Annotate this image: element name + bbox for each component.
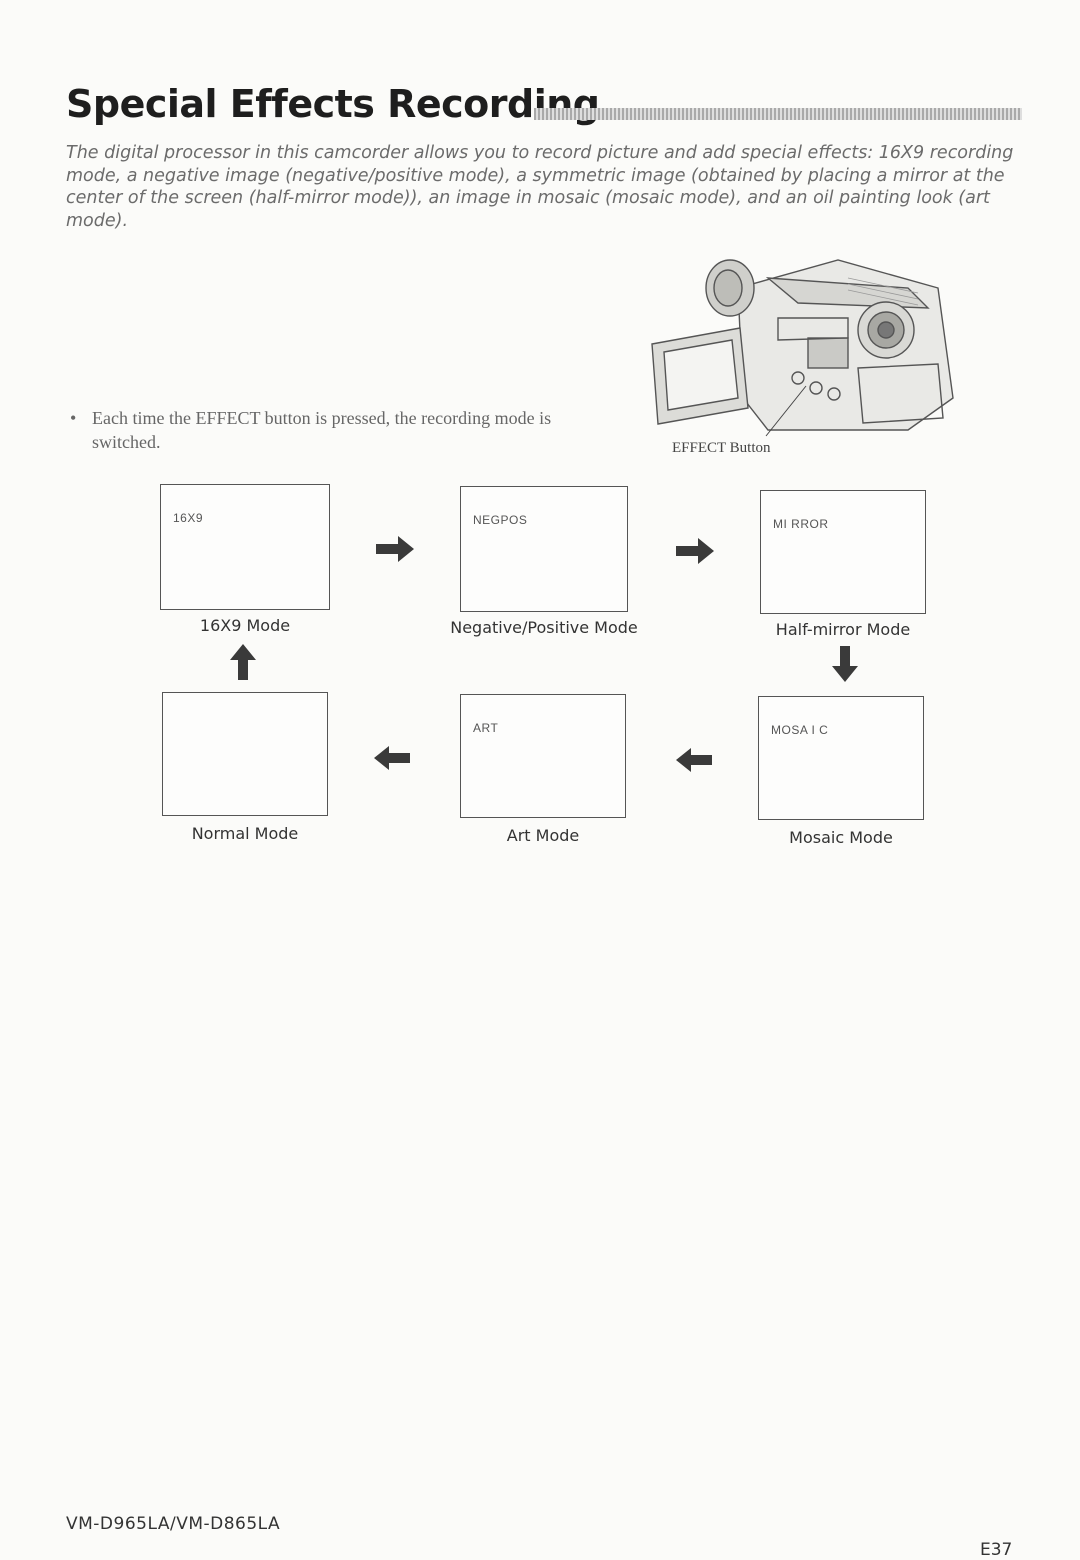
osd-mirror: MI RROR — [773, 517, 829, 531]
osd-mosaic: MOSA I C — [771, 723, 829, 737]
arrow-right-icon — [376, 536, 414, 562]
model-number: VM-D965LA/VM-D865LA — [66, 1514, 281, 1534]
osd-16x9: 16X9 — [173, 511, 204, 525]
camcorder-illustration — [651, 259, 954, 437]
page-number: E37 — [980, 1540, 1013, 1560]
caption-16x9-mode: 16X9 Mode — [199, 616, 291, 635]
effect-button-label: EFFECT Button — [672, 440, 771, 456]
title-rule — [534, 108, 1022, 120]
screen-mirror: MI RROR — [760, 490, 926, 614]
screen-mosaic: MOSA I C — [758, 696, 924, 820]
caption-art-mode: Art Mode — [506, 826, 580, 845]
screen-art: ART — [460, 694, 626, 818]
arrow-down-icon — [832, 646, 858, 682]
bullet-note: • Each time the EFFECT button is pressed… — [70, 406, 560, 454]
screen-normal — [162, 692, 328, 816]
screen-16x9: 16X9 — [160, 484, 330, 610]
osd-art: ART — [473, 721, 499, 735]
intro-paragraph: The digital processor in this camcorder … — [66, 143, 1014, 231]
bullet-text: Each time the EFFECT button is pressed, … — [92, 408, 552, 452]
arrow-left-icon — [374, 746, 410, 770]
bullet-dot: • — [70, 408, 77, 428]
screen-negpos: NEGPOS — [460, 486, 628, 612]
caption-mirror-mode: Half-mirror Mode — [775, 620, 911, 639]
caption-normal-mode: Normal Mode — [191, 824, 299, 843]
caption-negpos-mode: Negative/Positive Mode — [450, 618, 638, 637]
caption-mosaic-mode: Mosaic Mode — [789, 828, 893, 847]
osd-negpos: NEGPOS — [473, 513, 528, 527]
arrow-right-icon — [676, 538, 714, 564]
arrow-left-icon — [676, 748, 712, 772]
arrow-up-icon — [230, 644, 256, 680]
page-title: Special Effects Recording — [66, 82, 600, 126]
